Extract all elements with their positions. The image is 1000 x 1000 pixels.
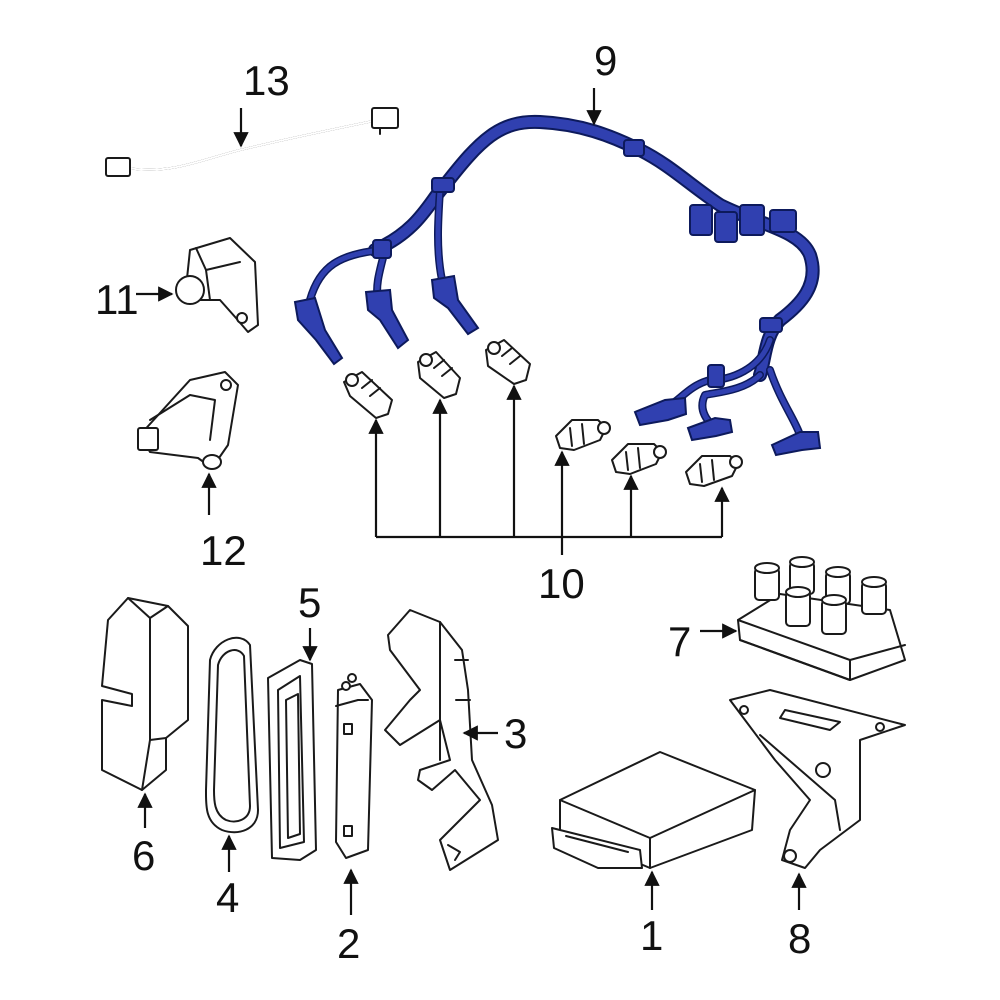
callout-2: 2 [337, 920, 360, 967]
part-6-module-cover[interactable] [101, 597, 189, 791]
callout-11: 11 [95, 276, 139, 323]
part-4-seal[interactable] [204, 636, 259, 834]
leader-10 [368, 384, 730, 555]
callout-9: 9 [594, 37, 617, 84]
callout-8: 8 [788, 915, 811, 962]
part-10-spark-plugs[interactable] [343, 339, 743, 487]
callout-10: 10 [538, 560, 585, 607]
spark-plug-5 [611, 443, 667, 475]
part-7-ignition-coil[interactable] [737, 556, 906, 681]
part-13-sensor-harness[interactable] [105, 107, 399, 177]
callout-13: 13 [243, 57, 290, 104]
part-3-module-bracket[interactable] [384, 609, 499, 871]
part-8-coil-bracket[interactable] [729, 689, 906, 869]
callout-4: 4 [216, 874, 239, 921]
spark-plug-4 [555, 419, 611, 451]
part-9-spark-plug-wire-set[interactable] [293, 114, 822, 457]
callout-12: 12 [200, 527, 247, 574]
spark-plug-6 [685, 455, 743, 487]
part-2-module-plate[interactable] [335, 673, 373, 859]
callout-3: 3 [504, 710, 527, 757]
coil-towers [754, 556, 887, 635]
spark-plug-2 [417, 351, 461, 399]
callout-7: 7 [668, 618, 691, 665]
callout-6: 6 [132, 832, 155, 879]
spark-plug-3 [485, 339, 531, 385]
part-12-sensor[interactable] [137, 371, 239, 470]
callout-5: 5 [298, 579, 321, 626]
callout-1: 1 [640, 912, 663, 959]
part-11-sensor[interactable] [175, 237, 259, 333]
spark-plug-1 [343, 371, 393, 419]
part-5-gasket-frame[interactable] [267, 659, 317, 861]
part-1-control-module[interactable] [551, 751, 756, 869]
